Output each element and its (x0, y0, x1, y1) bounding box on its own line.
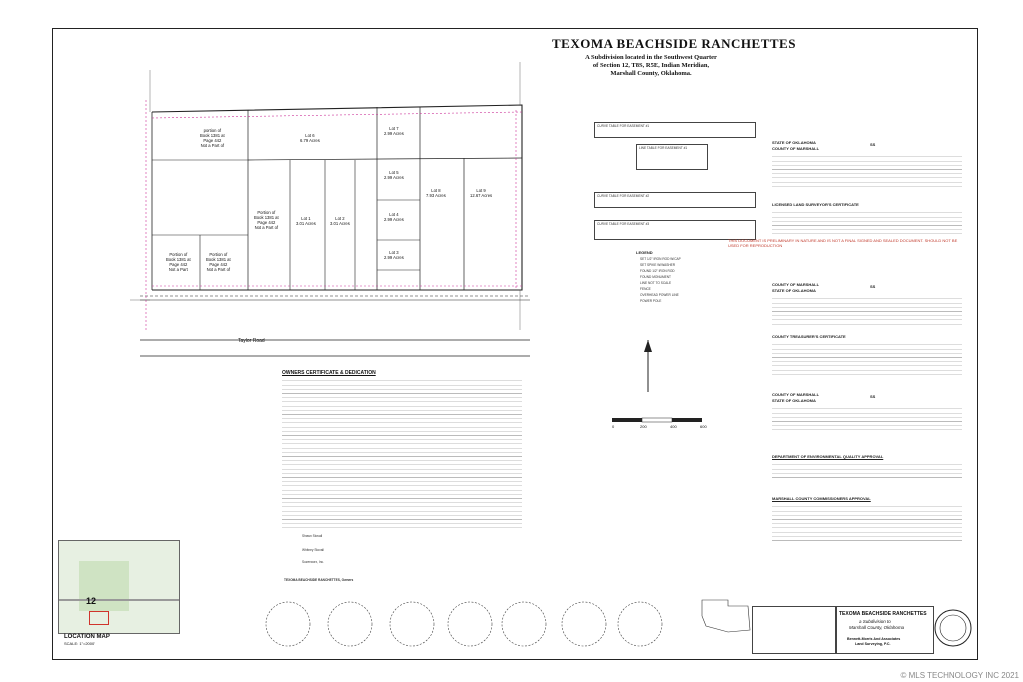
title-block-sub1: a Subdivision to (859, 619, 891, 624)
revision-block (752, 606, 836, 654)
section-number: 12 (86, 596, 97, 606)
firm-name-1: Bennett-Morris And Associates (847, 637, 901, 641)
county-marshall-line-2: COUNTY OF MARSHALL (772, 282, 820, 287)
plat-sheet-border (52, 28, 978, 660)
curve-table-3: CURVE TABLE FOR EASEMENT #3 (594, 220, 756, 240)
curve-table-1: CURVE TABLE FOR EASEMENT #1 (594, 122, 756, 138)
legend-item-4: FOUND MONUMENT (640, 275, 671, 279)
legend-item-6: FENCE (640, 287, 651, 291)
owners-footer: TEXOMA BEACHSIDE RANCHETTES, Owners (284, 578, 354, 582)
commissioners-text (772, 504, 962, 544)
legend-item-7: OVERHEAD POWER LINE (640, 293, 679, 297)
taylor-road-label: Taylor Road (238, 338, 265, 344)
firm-name-2: Land Surveying, P.C. (855, 642, 891, 646)
location-map-scale: SCALE: 1"=2000' (64, 641, 95, 646)
legend-item-1: SET 1/2" IRON ROD W/CAP (640, 257, 681, 261)
line-table-1: LINE TABLE FOR EASEMENT #1 (636, 144, 708, 170)
legend-item-5: LINE NOT TO SCALE (640, 281, 672, 285)
title-block: TEXOMA BEACHSIDE RANCHETTES a Subdivisio… (836, 606, 934, 654)
surveyor-certificate-heading: LICENSED LAND SURVEYOR'S CERTIFICATE (772, 202, 859, 207)
legend-item-8: POWER POLE (640, 299, 662, 303)
title-block-title: TEXOMA BEACHSIDE RANCHETTES (839, 611, 927, 617)
subtitle-line-2: of Section 12, T8S, R5E, Indian Meridian… (592, 62, 710, 69)
subtitle-line-3: Marshall County, Oklahoma. (610, 70, 692, 77)
notary-text-1 (772, 154, 962, 188)
owners-certificate-text (282, 378, 522, 528)
signer-shawn: Shawn Stovall (302, 534, 323, 538)
treasurer-text (772, 342, 962, 378)
county-marshall-line-1: COUNTY OF MARSHALL (772, 146, 820, 151)
location-map (58, 540, 180, 634)
owners-certificate-heading: OWNERS CERTIFICATE & DEDICATION (282, 370, 376, 376)
notary-text-3 (772, 406, 962, 430)
scale-tick-200: 200 (640, 424, 647, 429)
curve-table-2: CURVE TABLE FOR EASEMENT #2 (594, 192, 756, 208)
ss-2: SS (870, 284, 876, 289)
legend-item-3: FOUND 1/2" IRON ROD (640, 269, 675, 273)
preliminary-note: THIS DOCUMENT IS PRELIMINARY IN NATURE A… (728, 238, 958, 248)
treasurer-certificate-heading: COUNTY TREASURER'S CERTIFICATE (772, 334, 846, 339)
state-ok-line-1: STATE OF OKLAHOMA (772, 140, 816, 145)
plat-title: TEXOMA BEACHSIDE RANCHETTES (552, 36, 796, 51)
deq-heading: DEPARTMENT OF ENVIRONMENTAL QUALITY APPR… (772, 454, 884, 459)
legend-item-2: SET SPIKE W/WASHER (640, 263, 676, 267)
legend-title: LEGEND (636, 250, 653, 255)
title-block-sub2: Marshall County, Oklahoma (849, 625, 905, 630)
commissioners-heading: MARSHALL COUNTY COMMISSIONERS APPROVAL (772, 496, 871, 501)
mls-watermark: © MLS TECHNOLOGY INC 2021 (900, 671, 1019, 680)
signer-suzerworx: Suzerworx, Inc. (302, 560, 324, 564)
ss-3: SS (870, 394, 876, 399)
scale-tick-600: 600 (700, 424, 707, 429)
location-map-label: LOCATION MAP (64, 634, 110, 640)
surveyor-text (772, 210, 962, 238)
signer-whitney: Whitney Stovall (302, 548, 324, 552)
scale-tick-400: 400 (670, 424, 677, 429)
county-marshall-line-3: COUNTY OF MARSHALL (772, 392, 820, 397)
deq-text (772, 462, 962, 480)
scale-tick-0: 0 (612, 424, 615, 429)
notary-text-2 (772, 296, 962, 326)
ss-1: SS (870, 142, 876, 147)
state-ok-line-2: STATE OF OKLAHOMA (772, 288, 816, 293)
subtitle-line-1: A Subdivision located in the Southwest Q… (585, 54, 717, 61)
state-ok-line-3: STATE OF OKLAHOMA (772, 398, 816, 403)
